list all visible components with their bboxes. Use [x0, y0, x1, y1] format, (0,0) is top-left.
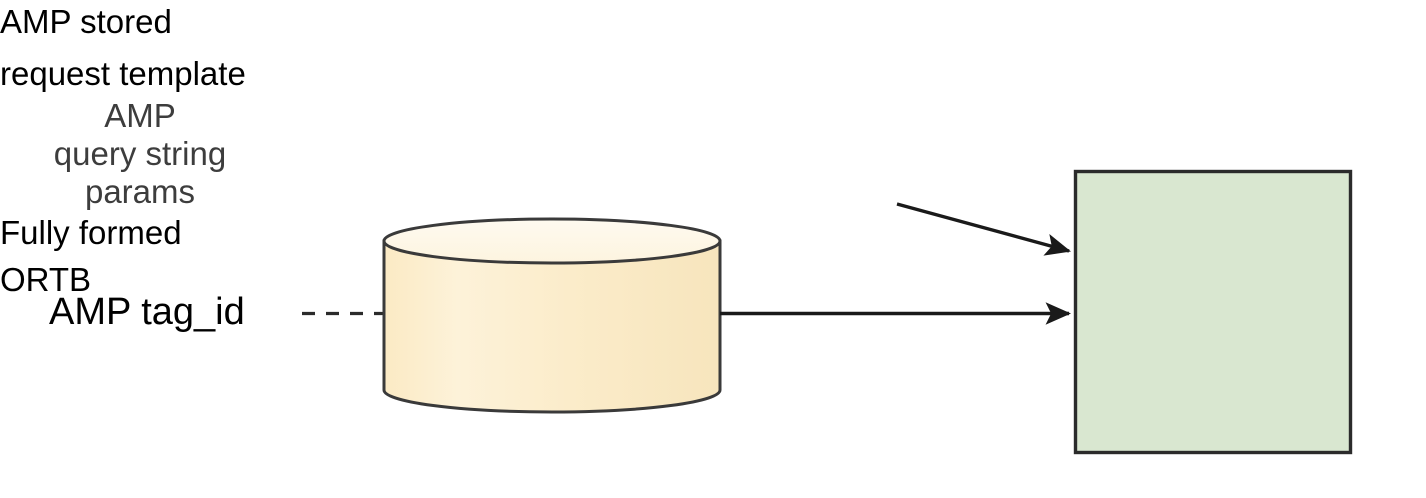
cylinder-label-line-2: request template: [0, 54, 246, 92]
node-label-fully-formed-ortb: Fully formed ORTB: [0, 211, 1426, 303]
annotation-line-1: AMP: [104, 96, 176, 134]
node-label-amp-stored-request-template: AMP stored request template: [0, 0, 1426, 97]
ortb-label-line-1: Fully formed: [0, 213, 182, 251]
annotation-amp-query-string-params: AMP query string params: [0, 97, 280, 211]
node-amp-stored-request-template: [382, 217, 722, 414]
annotation-line-3: params: [84, 172, 196, 210]
annotation-line-2: query string: [53, 134, 227, 172]
cylinder-label-line-1: AMP stored: [0, 3, 172, 40]
edge-params-to-ortb: [896, 202, 1071, 256]
ortb-label-line-2: ORTB: [0, 260, 92, 298]
node-fully-formed-ortb: [1073, 169, 1353, 455]
label-amp-tag-id: AMP tag_id: [49, 291, 245, 333]
